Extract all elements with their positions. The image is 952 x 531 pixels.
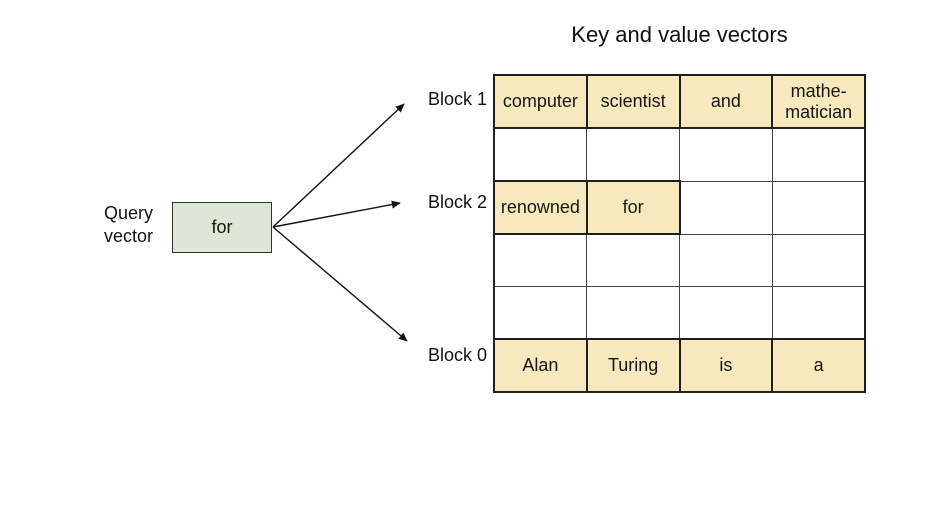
grid-cell [679, 233, 773, 287]
table-row: computer scientist and mathe-matician [493, 74, 866, 129]
grid-cell: a [771, 338, 866, 393]
grid-cell: for [585, 180, 681, 235]
grid-cell [586, 233, 680, 287]
page-title: Key and value vectors [571, 22, 788, 47]
grid-cell [586, 286, 680, 340]
grid-cell: Turing [585, 338, 681, 393]
grid-cell: renowned [493, 180, 588, 235]
table-row: renowned for [493, 180, 866, 235]
arrow-to-block-2 [272, 200, 401, 228]
grid-cell [493, 286, 588, 340]
grid-cell: Alan [493, 338, 588, 393]
query-token: for [211, 217, 233, 237]
grid-cell: computer [493, 74, 588, 129]
grid-cell [679, 127, 773, 182]
block-0-label: Block 0 [427, 345, 487, 365]
grid-cell [771, 286, 866, 340]
grid-cell [493, 127, 588, 182]
block-2-label: Block 2 [427, 192, 487, 212]
grid-cell: mathe-matician [771, 74, 866, 129]
grid-cell [679, 286, 773, 340]
grid-cell [771, 127, 866, 182]
grid-cell [679, 180, 773, 235]
kv-table: computer scientist and mathe-matician re… [493, 74, 866, 393]
grid-cell [771, 233, 866, 287]
query-vector-box: for [172, 202, 272, 253]
table-row: Alan Turing is a [493, 338, 866, 393]
grid-cell: is [678, 338, 774, 393]
grid-cell [771, 180, 866, 235]
query-vector-label: Query vector [104, 203, 154, 247]
arrow-to-block-0 [272, 226, 408, 342]
grid-cell: and [678, 74, 774, 129]
grid-cell: scientist [585, 74, 681, 129]
grid-cell [586, 127, 680, 182]
arrow-to-block-1 [272, 103, 405, 228]
block-1-label: Block 1 [427, 89, 487, 109]
table-row [493, 286, 866, 340]
table-row [493, 233, 866, 287]
table-row [493, 127, 866, 182]
grid-cell [493, 233, 588, 287]
